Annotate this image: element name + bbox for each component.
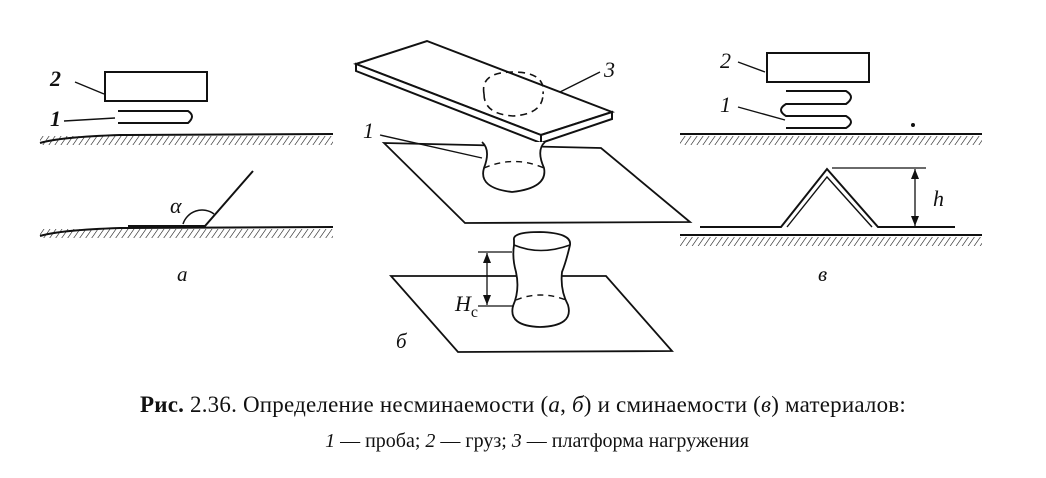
leader-3-b [559,71,601,93]
h-label: h [933,186,944,211]
specimen-1-a [118,110,193,124]
caption-comma: , [560,392,572,417]
label-2-v: 2 [720,48,731,73]
hc-arrow-top [483,253,491,263]
caption-line-1: Рис. 2.36. Определение несминаемости (а,… [0,392,1046,418]
weight-2-a [104,71,208,102]
creased-specimen-v [700,167,955,228]
panel-v: 2 1 h в [680,48,982,286]
legend-num-2: 2 [425,430,436,452]
loading-platform-3-edge [540,110,613,145]
ground-hatch-bottom-v [680,237,982,246]
leader-1-v [737,106,786,121]
caption-prefix: Рис. [140,392,185,417]
label-2-a: 2 [49,66,61,91]
specimen-under-load-dash-b [483,160,545,169]
caption-line-2: 1 — проба; 2 — груз; 3 — платформа нагру… [14,430,1046,453]
panel-b: 3 1 Hс б [353,39,693,353]
h-arrow-top [911,169,919,179]
legend-text-2: — груз; [435,430,512,452]
specimen-under-load-b [481,141,546,193]
panel-letter-b: б [396,329,408,353]
hc-label: Hс [454,291,478,321]
ground-hatch-top-v [680,136,982,145]
platform-cylinder-dashed [482,71,544,117]
label-3-b: 3 [603,57,615,82]
dot-mark-v [911,123,915,127]
label-1-v: 1 [720,92,731,117]
angle-arc-a [182,209,215,225]
creased-specimen-inner-v [786,175,873,228]
label-1-b: 1 [363,118,374,143]
hc-subscript: с [471,304,478,321]
caption-text-2: ) и сминаемости ( [583,392,762,417]
weight-2-v [766,52,870,83]
panel-letter-v: в [818,262,827,286]
h-arrow-bottom [911,216,919,226]
recovered-specimen-dash-b [515,294,567,301]
panel-letter-a: а [177,262,188,286]
hc-symbol: H [454,291,472,316]
caption-text-3: ) материалов: [771,392,906,417]
caption-ref-v: в [761,392,772,417]
angle-alpha-label: α [170,193,182,218]
figure-diagram: 2 1 α а 3 1 Hс [39,39,982,353]
leader-1-a [63,117,116,122]
ground-hatch-bottom-a [40,229,333,238]
leader-2-v [737,61,766,73]
legend-text-1: — проба; [335,430,426,452]
caption-text-1: 2.36. Определение несминаемости ( [184,392,549,417]
legend-text-3: — платформа нагружения [521,430,749,452]
hc-arrow-bottom [483,295,491,305]
ground-hatch-top-a [40,136,333,145]
label-1-a: 1 [50,106,61,131]
caption-ref-b: б [571,392,584,417]
legend-num-1: 1 [325,430,336,452]
caption-ref-a: а [548,392,561,417]
recovered-specimen-b [511,231,571,328]
specimen-1-v [780,90,852,129]
panel-a: 2 1 α а [39,66,334,286]
recovered-specimen-top-b [513,244,571,252]
leader-1-b [379,134,483,159]
legend-num-3: 3 [511,430,522,452]
recovered-specimen-a [128,170,254,227]
leader-2-a [74,81,105,95]
